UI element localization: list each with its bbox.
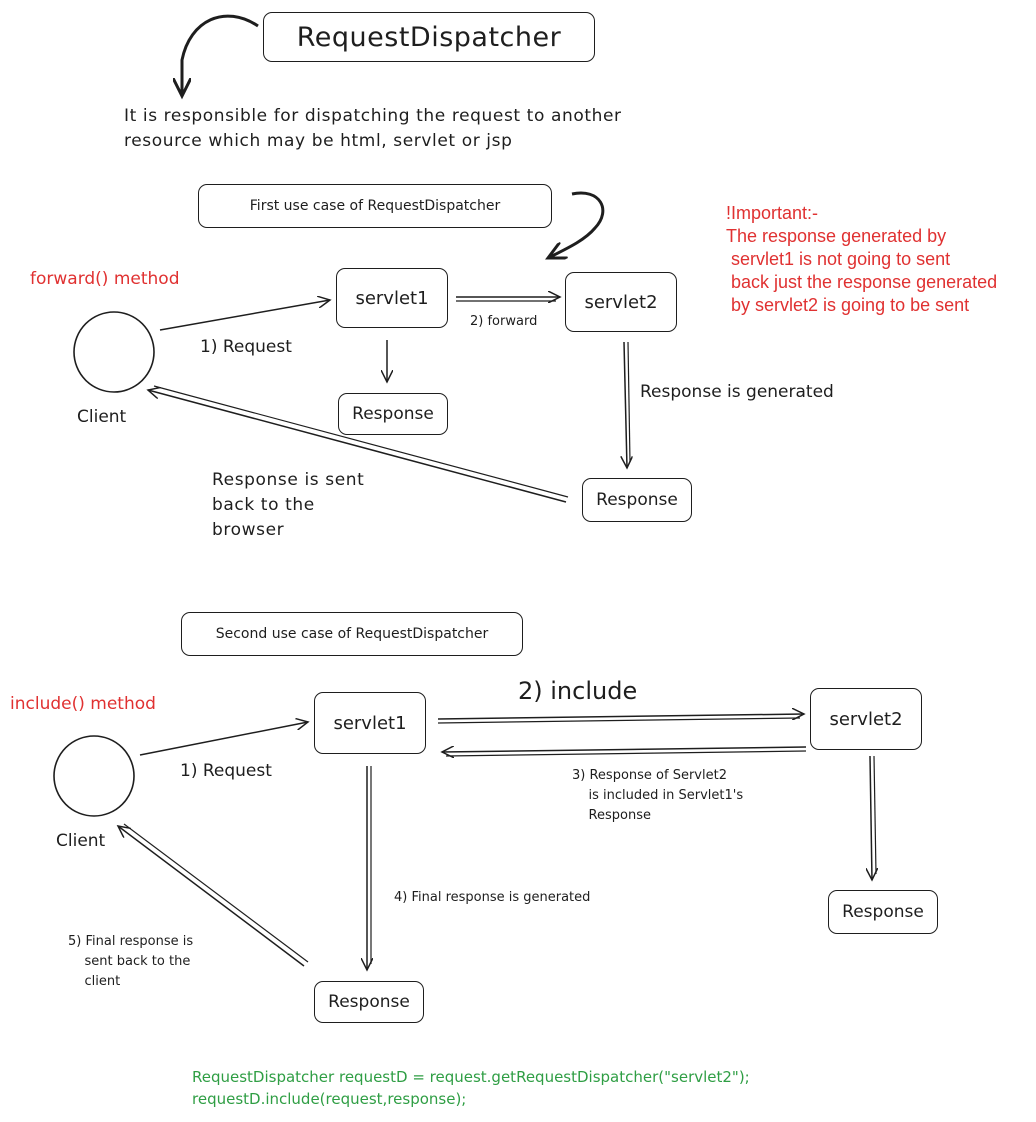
final-generated-label: 4) Final response is generated	[394, 890, 591, 905]
include-response-arrow	[442, 747, 807, 752]
servlet2-label-2: servlet2	[829, 708, 903, 730]
request-label-2: 1) Request	[180, 761, 272, 781]
servlet2-response-arrow-2	[870, 755, 872, 880]
response-label-3: Response	[842, 902, 924, 922]
response-box-1: Response	[338, 393, 448, 435]
section2-heading: Second use case of RequestDispatcher	[215, 626, 489, 642]
title-curved-arrow	[182, 14, 259, 96]
final-sent-back-arrow	[118, 826, 305, 967]
include-method-label: include() method	[10, 694, 156, 714]
response-label-1: Response	[352, 404, 434, 424]
section1-heading: First use case of RequestDispatcher	[249, 198, 501, 214]
response-sent-back-arrow-1	[148, 390, 567, 503]
forward-method-label: forward() method	[30, 269, 180, 289]
response-sent-back-label: Response is sent back to the browser	[212, 470, 365, 540]
servlet2-response-arrow-1	[624, 341, 627, 468]
client-label-1: Client	[77, 407, 127, 427]
important-note: !Important:- The response generated by s…	[726, 203, 998, 315]
response-generated-label: Response is generated	[640, 382, 834, 402]
response-label-2: Response	[596, 490, 678, 510]
important-curved-arrow	[548, 191, 605, 258]
client-circle-1	[73, 311, 155, 393]
client-circle-2	[53, 735, 135, 817]
servlet1-box-2: servlet1	[314, 692, 426, 754]
section2-heading-box: Second use case of RequestDispatcher	[181, 612, 523, 656]
description-text: It is responsible for dispatching the re…	[124, 106, 622, 151]
response-box-4: Response	[314, 981, 424, 1023]
servlet1-label-2: servlet1	[333, 712, 407, 734]
servlet1-label-1: servlet1	[355, 287, 429, 309]
request-arrow-2	[139, 722, 308, 756]
response-box-2: Response	[582, 478, 692, 522]
section1-heading-box: First use case of RequestDispatcher	[198, 184, 552, 228]
included-label: 3) Response of Servlet2 is included in S…	[572, 768, 744, 823]
request-arrow-1	[159, 300, 330, 331]
servlet2-box-2: servlet2	[810, 688, 922, 750]
include-arrow	[437, 714, 804, 719]
servlet2-label-1: servlet2	[584, 291, 658, 313]
response-box-3: Response	[828, 890, 938, 934]
final-sent-back-label: 5) Final response is sent back to the cl…	[68, 934, 194, 989]
servlet1-box-1: servlet1	[336, 268, 448, 328]
forward-label: 2) forward	[470, 314, 538, 329]
client-label-2: Client	[56, 831, 106, 851]
servlet2-box-1: servlet2	[565, 272, 677, 332]
page-title: RequestDispatcher	[296, 21, 562, 53]
include-label: 2) include	[518, 677, 638, 705]
request-label-1: 1) Request	[200, 337, 292, 357]
title-box: RequestDispatcher	[263, 12, 595, 62]
code-snippet: RequestDispatcher requestD = request.get…	[192, 1068, 750, 1108]
response-label-4: Response	[328, 992, 410, 1012]
